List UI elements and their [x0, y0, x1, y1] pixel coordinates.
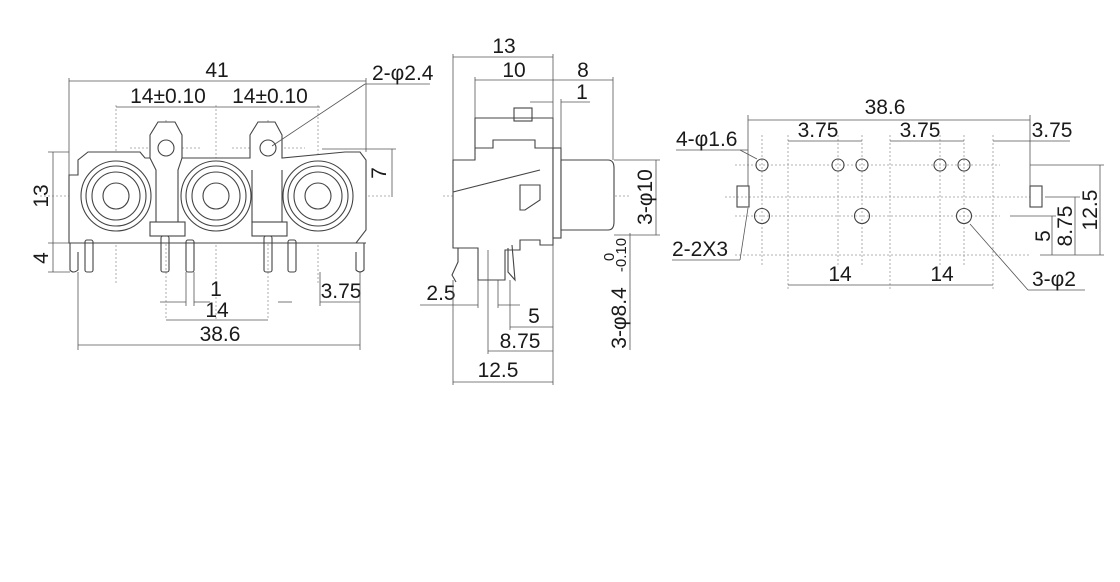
front-pins: [69, 235, 365, 273]
dim-barrel-dia: 3-φ10: [634, 169, 657, 225]
tol-lower: -0.10: [613, 238, 630, 272]
dim-overall-width: 41: [205, 59, 228, 82]
dim-pitch-right: 14±0.10: [232, 85, 308, 108]
dim-footprint-span: 38.6: [865, 96, 906, 119]
jack-left: [80, 160, 152, 232]
side-view: 13 10 8 1 3-φ10 3-φ8.4 0 -0.10 2.5 5 8.7…: [420, 35, 660, 385]
dim-pitch-1: 14: [828, 263, 852, 286]
dim-pin-b: 8.75: [500, 330, 541, 353]
dim-pin-span: 38.6: [200, 323, 241, 346]
dim-pin-offset: 3.75: [321, 280, 362, 303]
dim-offset-1: 3.75: [798, 119, 839, 142]
tab-hole-right: [259, 139, 277, 157]
dim-pitch-2: 14: [930, 263, 954, 286]
dim-pitch-left: 14±0.10: [130, 85, 206, 108]
dim-row-5: 5: [1032, 230, 1055, 242]
dim-pin-c: 12.5: [478, 359, 519, 382]
front-body: [68, 121, 367, 244]
small-holes: [755, 158, 971, 172]
dim-pin-width: 1: [210, 278, 222, 301]
jack-right: [282, 160, 354, 232]
dim-side-pin-offset: 2.5: [426, 282, 455, 305]
dim-offset-2: 3.75: [900, 119, 941, 142]
slot-left: [736, 185, 750, 208]
tol-upper: 0: [601, 253, 618, 261]
large-holes: [753, 207, 973, 225]
dim-offset-3: 3.75: [1032, 119, 1073, 142]
dim-flange: 1: [576, 81, 588, 104]
slot-right: [1029, 185, 1043, 208]
side-body: [452, 117, 554, 281]
dim-body-depth: 10: [502, 59, 525, 82]
dim-center-height: 7: [368, 167, 391, 179]
dim-height: 13: [30, 184, 53, 207]
dim-inner-dia: 3-φ8.4: [608, 287, 631, 349]
dim-row-875: 8.75: [1054, 206, 1077, 247]
dim-depth: 13: [492, 35, 515, 58]
dim-row-125: 12.5: [1079, 190, 1102, 231]
pcb-footprint: 38.6 3.75 3.75 3.75 4-φ1.6 2-2X3 14 14 3…: [672, 96, 1104, 291]
note-small-holes: 4-φ1.6: [676, 128, 737, 151]
barrel: [560, 159, 615, 231]
note-large-holes: 3-φ2: [1032, 268, 1076, 291]
note-slots: 2-2X3: [672, 238, 728, 261]
dim-barrel-length: 8: [577, 59, 589, 82]
tab-hole-left: [157, 139, 175, 157]
dim-pin-length: 4: [30, 252, 53, 264]
front-view: 41 14±0.10 14±0.10 2-φ2.4 13 4 7 1 3.75 …: [30, 59, 434, 350]
jack-center: [180, 160, 252, 232]
dim-pin-pitch: 14: [205, 299, 229, 322]
note-tab-hole: 2-φ2.4: [372, 62, 434, 85]
dim-pin-a: 5: [528, 305, 540, 328]
